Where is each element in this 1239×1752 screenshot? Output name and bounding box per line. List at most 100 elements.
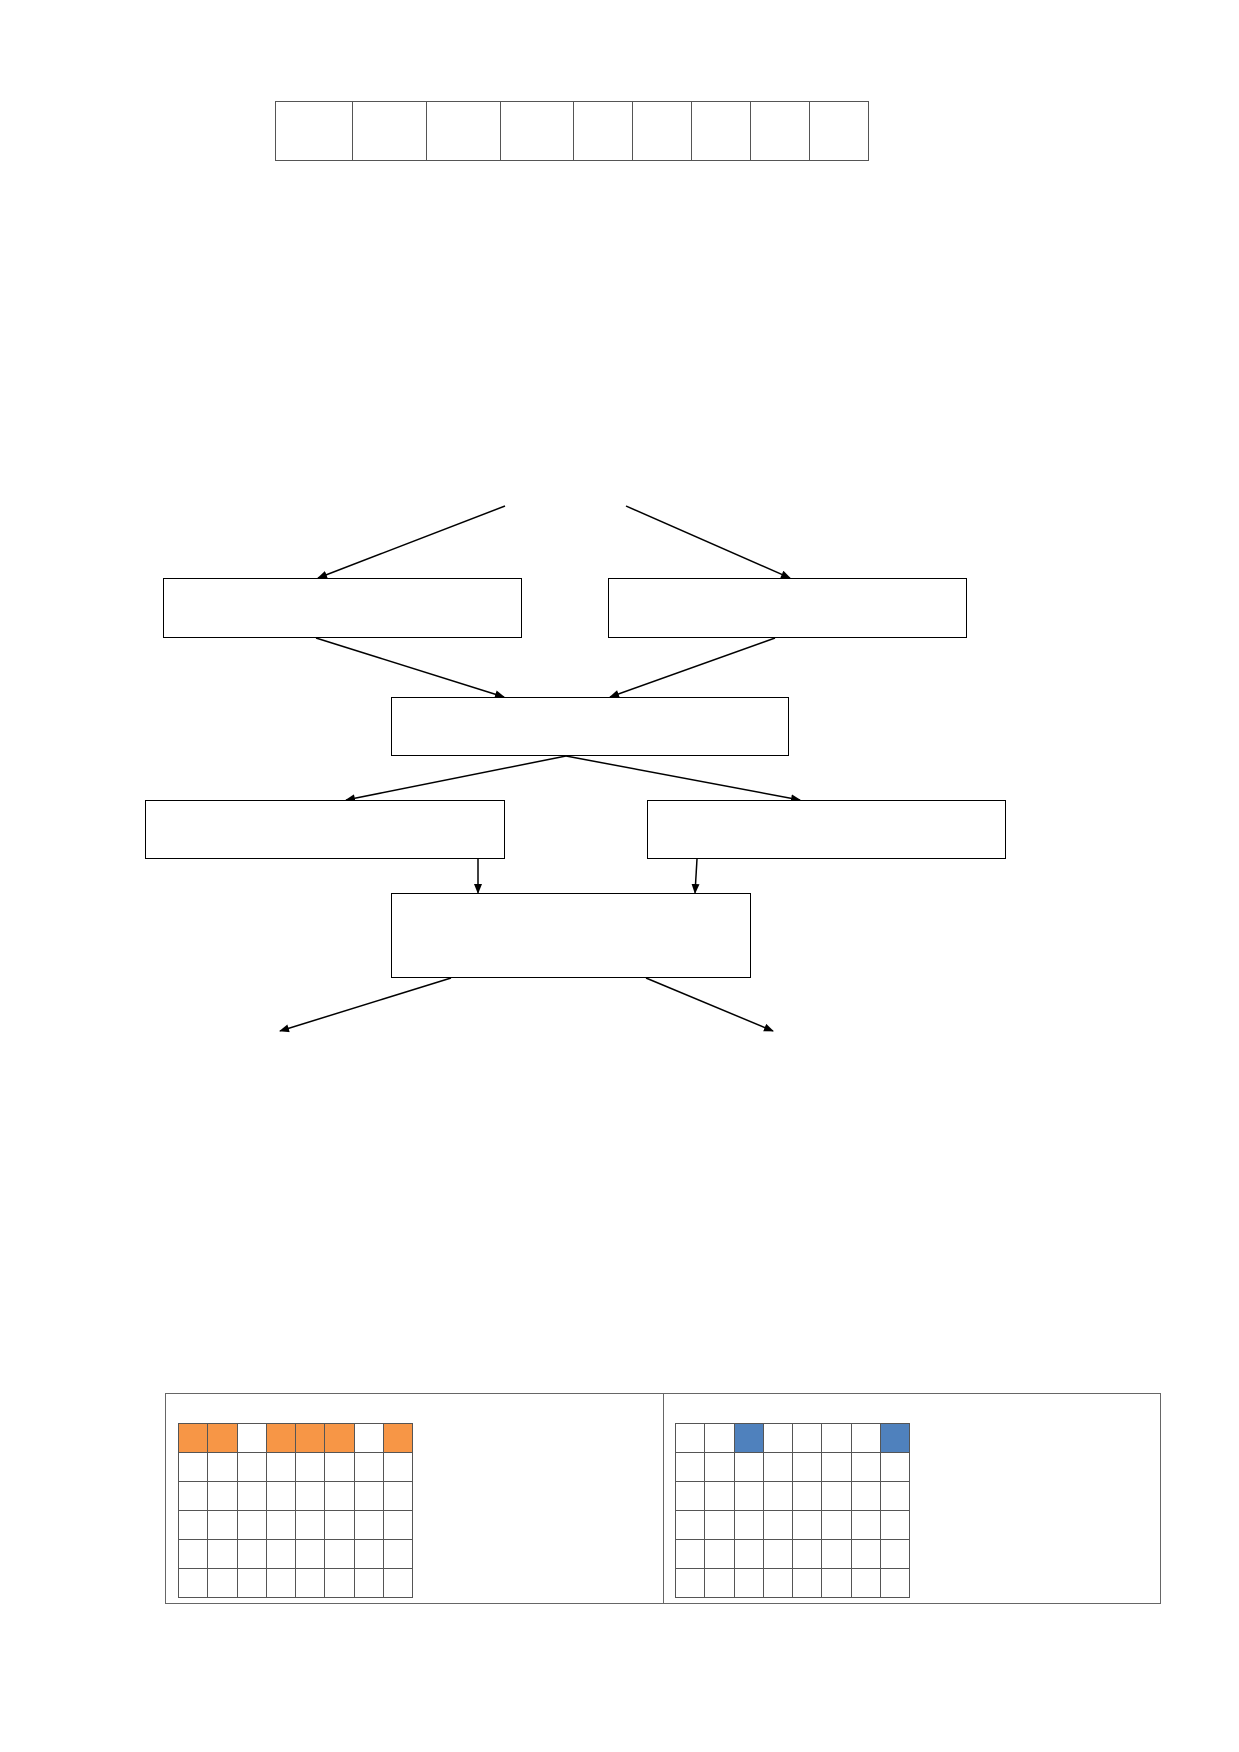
top-cell [692, 102, 751, 160]
grid-cell [177, 1452, 209, 1482]
grid-cell [880, 1510, 911, 1540]
grid-cell-highlighted [265, 1423, 297, 1453]
grid-cell [792, 1481, 823, 1511]
grid-cell-highlighted [295, 1423, 326, 1453]
grid-cell [324, 1510, 355, 1540]
grid-cell [353, 1423, 385, 1453]
grid-cell [880, 1568, 911, 1598]
grid-cell [177, 1539, 209, 1569]
grid-cell [295, 1539, 326, 1569]
grid-left [177, 1423, 414, 1598]
grid-cell [207, 1452, 238, 1482]
grid-row [674, 1452, 911, 1482]
grid-row [674, 1539, 911, 1569]
grid-cell [383, 1452, 414, 1482]
grid-cell [295, 1452, 326, 1482]
arrow-bottom-out-right [645, 977, 774, 1032]
grid-cell [236, 1452, 267, 1482]
grid-cell [674, 1481, 706, 1511]
grid-cell [383, 1481, 414, 1511]
grid-cell-highlighted [383, 1423, 414, 1453]
grid-cell [704, 1510, 735, 1540]
grid-cell [674, 1423, 706, 1453]
grid-row [177, 1510, 414, 1540]
grid-cell [236, 1423, 267, 1453]
grid-cell-highlighted [733, 1423, 764, 1453]
grid-row [177, 1452, 414, 1482]
grid-cell [792, 1452, 823, 1482]
grid-cell [265, 1539, 297, 1569]
top-cell [574, 102, 633, 160]
grid-cell [265, 1452, 297, 1482]
grid-cell [177, 1568, 209, 1598]
grid-cell [792, 1568, 823, 1598]
grid-cell [792, 1510, 823, 1540]
grid-cell [236, 1510, 267, 1540]
grid-cell [674, 1510, 706, 1540]
grid-cell [353, 1539, 385, 1569]
grid-panel [165, 1393, 1161, 1604]
grid-cell [733, 1481, 764, 1511]
grid-cell [383, 1510, 414, 1540]
grid-cell [704, 1452, 735, 1482]
grid-cell [207, 1568, 238, 1598]
grid-cell [353, 1510, 385, 1540]
grid-cell [733, 1452, 764, 1482]
grid-cell [207, 1481, 238, 1511]
grid-cell [733, 1539, 764, 1569]
grid-cell [295, 1568, 326, 1598]
flow-box-bottom [391, 893, 751, 978]
grid-cell [704, 1481, 735, 1511]
grid-cell [733, 1510, 764, 1540]
top-cell [751, 102, 810, 160]
grid-cell [821, 1539, 852, 1569]
grid-cell [821, 1423, 852, 1453]
grid-cell [265, 1568, 297, 1598]
top-cell-row [275, 101, 869, 161]
grid-cell [295, 1481, 326, 1511]
grid-cell [324, 1452, 355, 1482]
grid-cell [850, 1452, 882, 1482]
grid-cell [353, 1481, 385, 1511]
grid-cell [236, 1539, 267, 1569]
arrow-center-to-mid-left [345, 755, 567, 803]
grid-row [177, 1568, 414, 1598]
grid-cell [850, 1423, 882, 1453]
grid-cell [792, 1423, 823, 1453]
grid-cell [704, 1568, 735, 1598]
arrow-bottom-out-left [279, 977, 452, 1033]
grid-cell [762, 1452, 794, 1482]
grid-cell [850, 1568, 882, 1598]
grid-cell [704, 1423, 735, 1453]
arrow-to-top-left-box [317, 505, 506, 579]
top-cell [427, 102, 501, 160]
grid-cell [880, 1452, 911, 1482]
arrow-to-top-right-box [625, 505, 791, 579]
grid-cell [674, 1568, 706, 1598]
grid-cell [177, 1481, 209, 1511]
flow-box-top-right [608, 578, 967, 638]
grid-cell [236, 1481, 267, 1511]
grid-row [674, 1568, 911, 1598]
grid-cell [762, 1510, 794, 1540]
grid-cell [295, 1510, 326, 1540]
grid-cell [324, 1539, 355, 1569]
grid-row [177, 1539, 414, 1569]
top-cell [276, 102, 353, 160]
grid-cell [850, 1510, 882, 1540]
grid-cell [821, 1452, 852, 1482]
grid-cell [207, 1510, 238, 1540]
flow-box-top-left [163, 578, 522, 638]
grid-cell [236, 1568, 267, 1598]
arrow-center-to-mid-right [565, 755, 801, 803]
grid-cell [733, 1568, 764, 1598]
grid-cell [850, 1539, 882, 1569]
arrow-mid-right-to-bottom [691, 858, 700, 894]
grid-cell [762, 1481, 794, 1511]
grid-cell [324, 1481, 355, 1511]
grid-cell [265, 1510, 297, 1540]
grid-cell [762, 1568, 794, 1598]
arrow-left-to-center [315, 637, 505, 699]
grid-cell [207, 1539, 238, 1569]
